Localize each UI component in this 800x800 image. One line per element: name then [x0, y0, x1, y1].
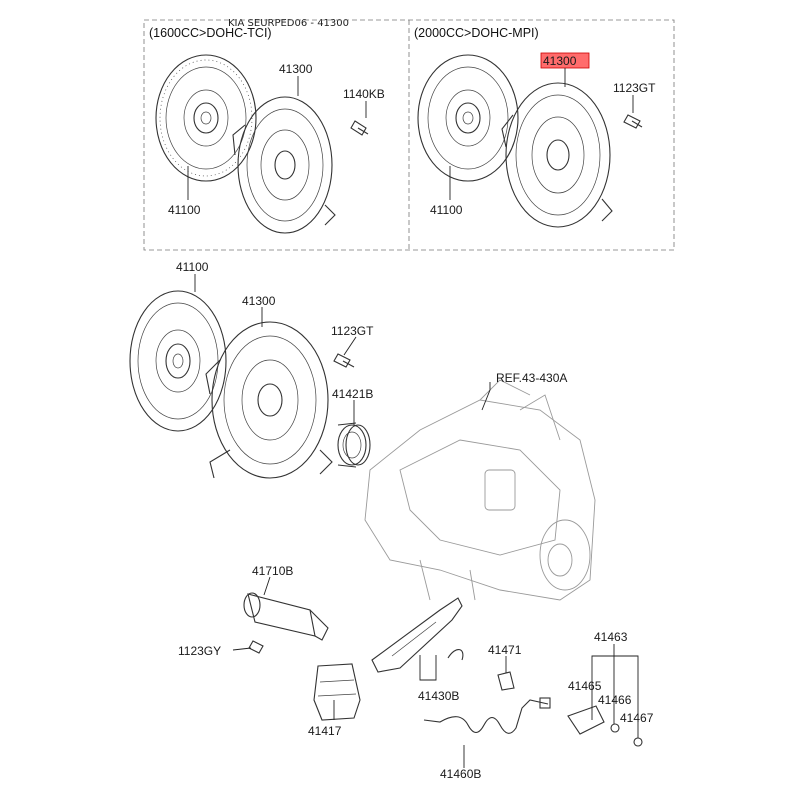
panel-header: (1600CC>DOHC-TCI) — [149, 26, 272, 40]
panel-2000cc: (2000CC>DOHC-MPI) — [414, 26, 656, 228]
callout-41300[interactable]: 41300 — [242, 294, 276, 308]
callout-41467[interactable]: 41467 — [620, 711, 654, 725]
callout-41100[interactable]: 41100 — [430, 203, 463, 217]
callout-41466[interactable]: 41466 — [598, 693, 632, 707]
cover-bolt — [333, 353, 355, 368]
callout-41471[interactable]: 41471 — [488, 643, 522, 657]
clutch-hose — [423, 697, 551, 734]
callout-1140kb[interactable]: 1140KB — [343, 87, 385, 101]
transaxle-housing — [364, 379, 596, 601]
cylinder-bolt — [248, 640, 264, 654]
callout-41100[interactable]: 41100 — [176, 260, 209, 274]
clutch-disc-small — [417, 54, 519, 182]
callout-41430b[interactable]: 41430B — [418, 689, 459, 703]
clutch-disc — [129, 290, 227, 432]
callout-1123gt[interactable]: 1123GT — [613, 81, 656, 95]
page-title: KIA SEURPED06 - 41300 — [228, 18, 349, 29]
callout-41421b[interactable]: 41421B — [332, 387, 373, 401]
hose-bracket — [567, 705, 643, 747]
main-exploded-view: 41100 41300 1123GT 41421B REF.43-430A 41… — [129, 260, 654, 781]
clutch-cover-small — [232, 96, 336, 234]
engine-variant-panels: (1600CC>DOHC-TCI) — [143, 19, 675, 251]
callout-41710b[interactable]: 41710B — [252, 564, 293, 578]
clutch-cover-small — [501, 82, 613, 228]
callout-41100[interactable]: 41100 — [168, 203, 201, 217]
callout-41417[interactable]: 41417 — [308, 724, 342, 738]
callout-41300[interactable]: 41300 — [279, 62, 313, 76]
callout-41465[interactable]: 41465 — [568, 679, 602, 693]
slave-cylinder — [243, 592, 329, 641]
release-fork — [371, 597, 463, 673]
fork-spring — [447, 649, 464, 661]
clutch-disc-small — [155, 54, 257, 182]
callout-41460b[interactable]: 41460B — [440, 767, 481, 781]
dust-boot — [313, 663, 361, 721]
callout-1123gy[interactable]: 1123GY — [178, 644, 221, 658]
leader-lines — [194, 274, 639, 768]
callout-41463[interactable]: 41463 — [594, 630, 628, 644]
callout-41300-highlighted[interactable]: 41300 — [543, 54, 577, 68]
clutch-cover — [205, 321, 333, 479]
bolt-small — [350, 120, 369, 136]
pivot-stud — [497, 671, 515, 691]
release-bearing — [337, 422, 371, 468]
bolt-small — [623, 114, 643, 129]
panel-header: (2000CC>DOHC-MPI) — [414, 26, 539, 40]
callout-1123gt[interactable]: 1123GT — [331, 324, 374, 338]
callout-ref-43-430a[interactable]: REF.43-430A — [496, 371, 567, 385]
panel-1600cc: (1600CC>DOHC-TCI) — [149, 26, 385, 234]
